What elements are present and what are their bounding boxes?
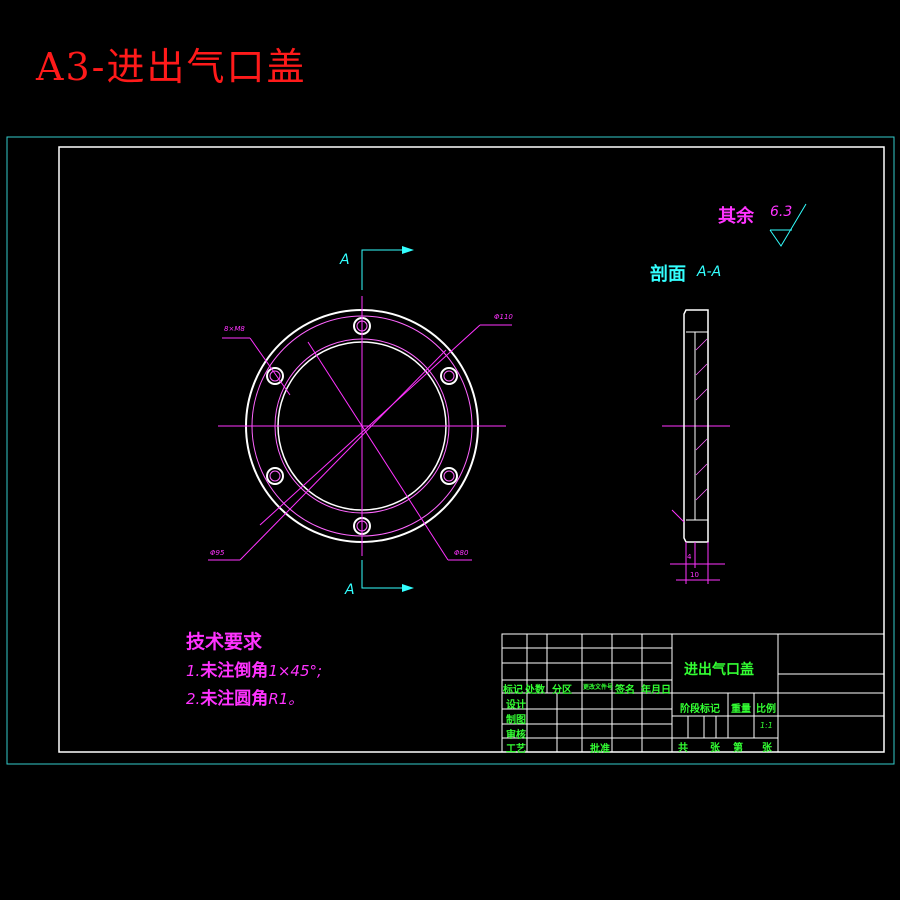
drawing-title: A3-进出气口盖 [36,45,307,89]
part-name: 进出气口盖 [684,662,754,678]
roughness-symbol [769,203,807,247]
tb-scale-value: 1:1 [760,721,773,730]
section-marker-bottom [361,560,408,589]
section-label: 剖面 [650,264,686,285]
tb-signature: 签名 [615,685,635,696]
section-marker-top [361,249,408,290]
tb-number: 第 [733,743,743,754]
outer-frame [6,136,895,765]
tech-req-line-1-prefix: 1. [186,662,201,680]
dim-leader-hole [249,337,291,396]
tb-sheet: 张 [762,743,772,754]
side-view [662,309,730,584]
roughness-label: 其余 [718,206,754,227]
tech-req-line-2-prefix: 2. [186,690,201,708]
bolt-hole-thread [269,470,281,482]
chamfer-leader [671,509,685,523]
tb-weight: 重量 [731,704,751,715]
tb-scale: 比例 [756,704,776,715]
tb-approve: 批准 [590,744,610,755]
title-block-grid [501,633,885,753]
tech-req-title: 技术要求 [186,631,263,653]
tb-zone: 分区 [552,685,572,696]
dim-bolt-text: Φ95 [210,549,225,557]
tb-design: 设计 [506,700,526,711]
dim-outer-text: Φ110 [494,313,513,321]
section-name: A-A [697,264,722,280]
tb-drafting: 制图 [506,715,526,726]
tb-date: 年月日 [641,685,671,696]
tb-review: 审核 [506,730,526,741]
tech-req-line-1: 1.未注倒角1×45°; [186,656,322,681]
tb-total: 共 [678,743,688,754]
tech-req-line-2: 2.未注圆角R1。 [186,684,303,709]
tech-req-line-2-text: 未注圆角 [200,689,269,709]
dim-thin-text: 4 [687,553,692,561]
tech-req-line-2-suffix: R1。 [268,690,304,708]
drawing-frame [58,146,885,753]
bolt-hole [440,467,458,485]
section-arrow-top [402,246,414,254]
section-arrow-bottom [402,584,414,592]
tb-sheets: 张 [710,743,720,754]
side-hatch [695,338,708,501]
tb-stage: 阶段标记 [680,704,720,715]
dim-leader-bolt [239,349,447,561]
dim-hole-text: 8×M8 [224,325,245,333]
roughness-value: 6.3 [770,204,793,220]
bolt-hole [266,367,284,385]
dim-leader-outer [259,324,481,526]
bolt-holes [266,317,458,535]
section-letter-bottom: A [345,582,355,598]
bolt-hole-thread [443,370,455,382]
bolt-hole [266,467,284,485]
tb-process: 工艺 [506,744,526,755]
tb-mark: 标记 [503,685,523,696]
section-letter-top: A [340,252,350,268]
tech-req-line-1-text: 未注倒角 [200,661,269,681]
tb-change-doc: 更改文件号 [583,684,614,691]
bolt-hole-thread [269,370,281,382]
dim-leader-inner [307,341,449,561]
tech-req-line-1-suffix: 1×45°; [268,662,323,680]
dim-width-text: 10 [690,571,699,579]
bolt-hole [440,367,458,385]
bolt-hole-thread [443,470,455,482]
front-view [208,246,512,592]
tb-count: 处数 [525,685,545,696]
dim-inner-text: Φ80 [454,549,469,557]
